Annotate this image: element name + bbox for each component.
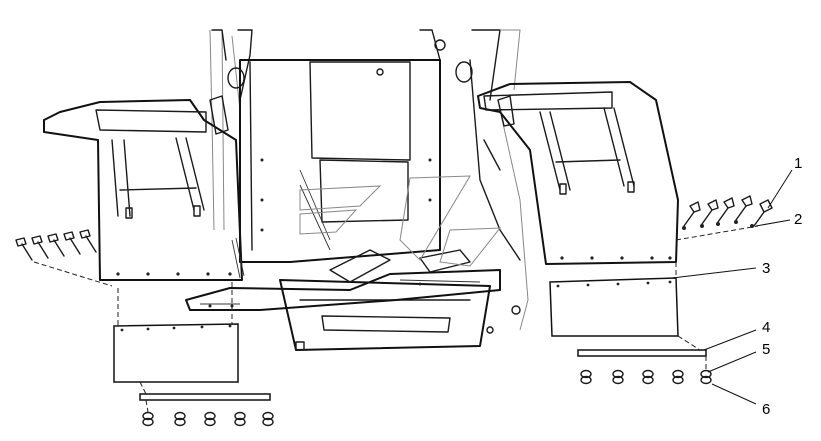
left-clamp-strip [139,381,271,401]
callout-4: 4 [762,319,770,336]
left-mud-flap [113,282,239,383]
callout-1: 1 [794,155,802,172]
left-bolts [15,229,113,287]
right-mud-flap [549,262,679,337]
callout-3: 3 [762,260,770,277]
right-clamp-strip [577,335,707,357]
machine-frame [185,29,529,351]
right-washers [580,356,712,385]
callout-leaders [671,169,793,405]
callout-2: 2 [794,211,802,228]
callout-6: 6 [762,401,770,418]
right-bolts [675,195,773,241]
callout-5: 5 [762,341,770,358]
left-fender [43,95,245,281]
right-fender [477,81,679,265]
watermark-logo [299,175,502,267]
callout-labels: 1 2 3 4 5 6 [762,155,802,418]
left-washers [142,399,274,427]
